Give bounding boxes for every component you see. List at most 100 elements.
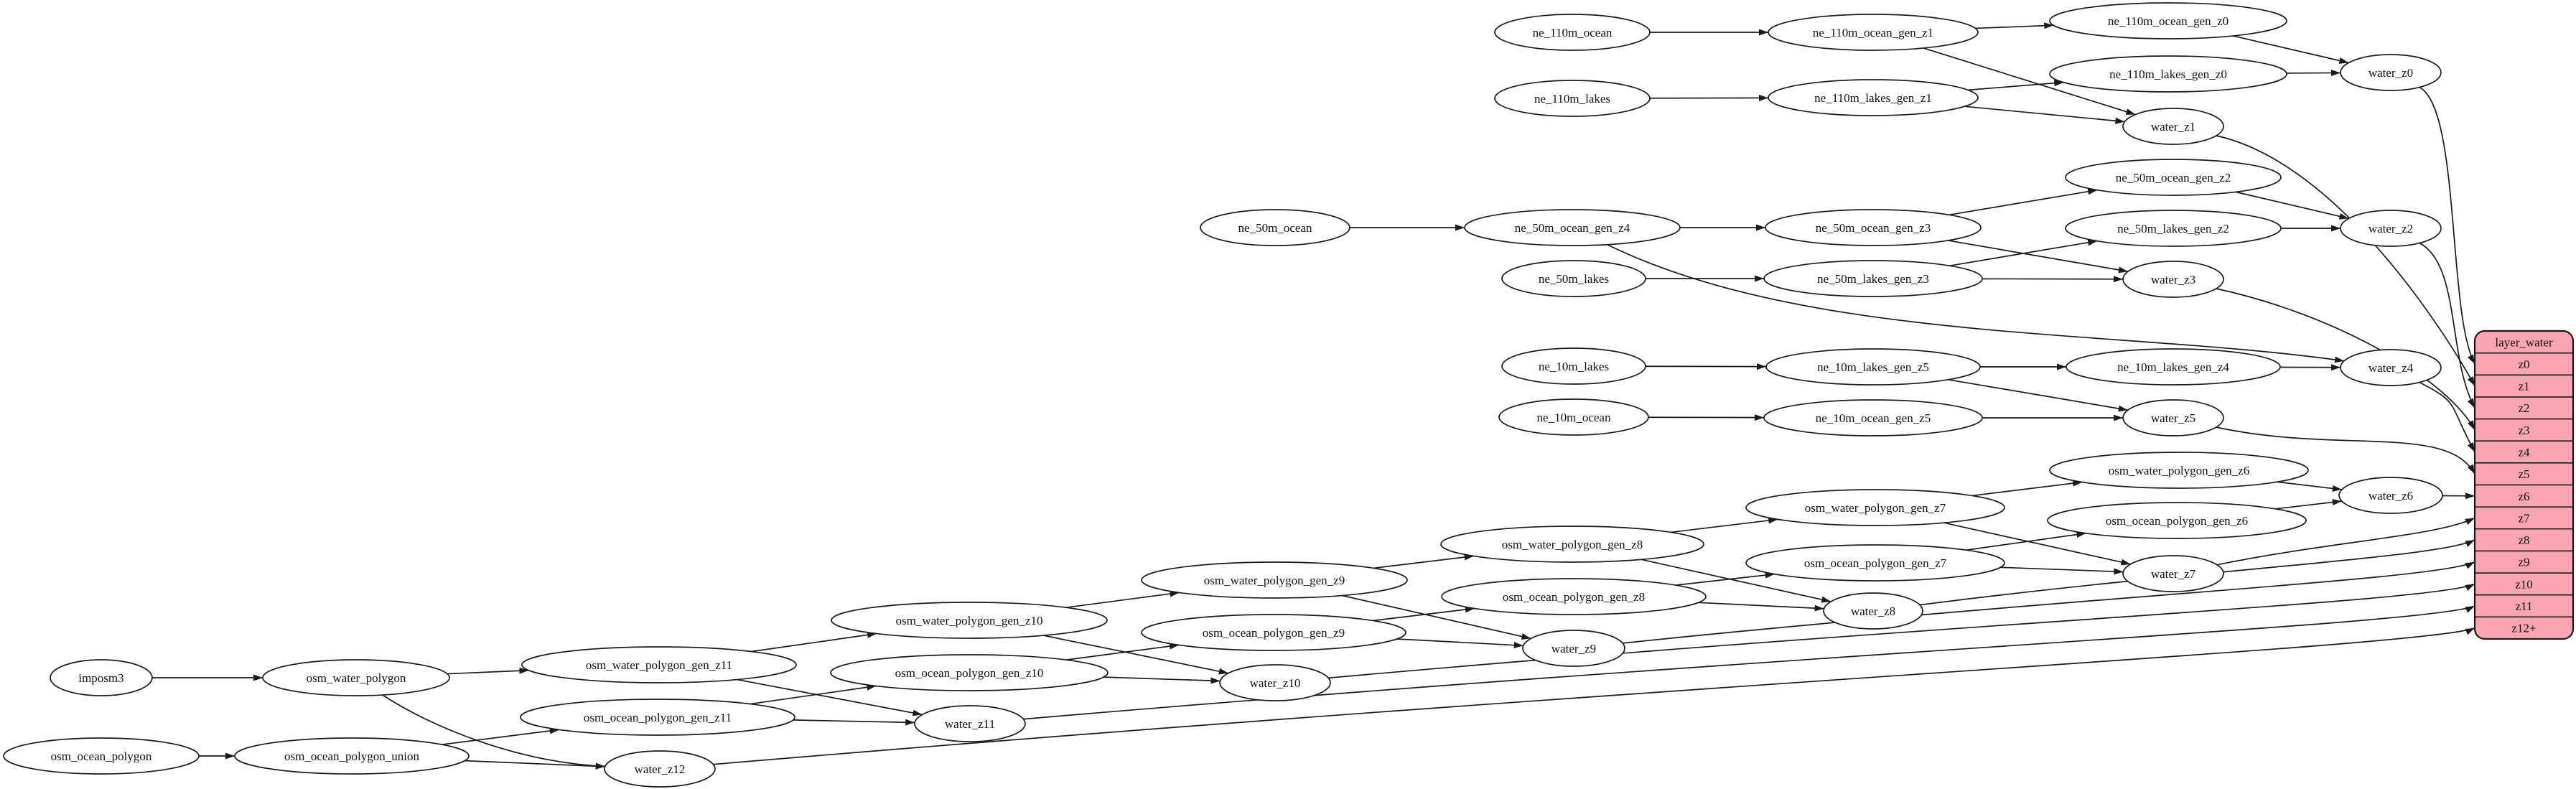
- edge-osm_ocean_polygon_gen_z9-to-water_z9: [1396, 638, 1523, 649]
- node-ellipse-osm_ocean_polygon_union: [234, 737, 470, 775]
- node-ellipse-water_z7: [2122, 555, 2224, 592]
- edge-ne_50m_ocean_gen_z3-to-water_z3: [1948, 240, 2129, 274]
- edge-osm_ocean_polygon_gen_z10-to-water_z10: [1103, 676, 1221, 684]
- edge-osm_water_polygon_gen_z6-to-water_z6: [2277, 481, 2342, 492]
- node-water_z1: water_z1: [2122, 108, 2224, 145]
- node-label-osm_ocean_polygon_union: osm_ocean_polygon_union: [284, 750, 419, 763]
- node-ellipse-ne_50m_lakes_gen_z2: [2065, 210, 2282, 247]
- table-row-label-z1: z1: [2518, 380, 2529, 393]
- node-label-ne_50m_lakes_gen_z2: ne_50m_lakes_gen_z2: [2117, 222, 2229, 235]
- node-ellipse-ne_50m_ocean_gen_z2: [2065, 159, 2282, 196]
- nodes-layer: imposm3 osm_water_polygon osm_ocean_polygo…: [3, 2, 2443, 788]
- edge-osm_water_polygon_gen_z8-to-water_z8: [1641, 559, 1831, 603]
- node-ellipse-water_z11: [914, 705, 1026, 742]
- node-osm_ocean_polygon: osm_ocean_polygon: [3, 737, 200, 775]
- node-label-osm_water_polygon_gen_z8: osm_water_polygon_gen_z8: [1502, 538, 1643, 551]
- node-ne_50m_ocean: ne_50m_ocean: [1200, 209, 1350, 246]
- edge-ne_110m_ocean_gen_z0-to-water_z0: [2232, 35, 2349, 64]
- table-row-label-z9: z9: [2518, 556, 2529, 569]
- node-ellipse-osm_water_polygon_gen_z11: [521, 646, 797, 683]
- edge-osm_ocean_polygon_gen_z8-to-water_z8: [1698, 602, 1824, 612]
- node-ne_50m_lakes: ne_50m_lakes: [1501, 260, 1646, 297]
- node-water_z3: water_z3: [2122, 261, 2224, 298]
- edge-ne_110m_lakes_gen_z1-to-water_z1: [1964, 106, 2125, 124]
- node-osm_water_polygon_gen_z7: osm_water_polygon_gen_z7: [1745, 489, 2005, 526]
- node-ne_10m_ocean: ne_10m_ocean: [1498, 398, 1649, 436]
- node-ne_50m_ocean_gen_z3: ne_50m_ocean_gen_z3: [1765, 209, 1982, 246]
- node-label-ne_50m_lakes_gen_z3: ne_50m_lakes_gen_z3: [1817, 272, 1929, 286]
- node-ellipse-water_z5: [2122, 399, 2224, 436]
- edges-layer: [152, 22, 2475, 770]
- edge-ne_110m_ocean_gen_z1-to-ne_110m_ocean_gen_z0: [1975, 22, 2054, 29]
- node-ellipse-ne_50m_ocean_gen_z3: [1765, 209, 1982, 246]
- node-label-osm_ocean_polygon_gen_z11: osm_ocean_polygon_gen_z11: [584, 711, 732, 724]
- table-row-label-z7: z7: [2518, 511, 2530, 525]
- node-osm_ocean_polygon_gen_z8: osm_ocean_polygon_gen_z8: [1441, 578, 1707, 615]
- edge-osm_ocean_polygon_gen_z9-to-osm_ocean_polygon_gen_z8: [1373, 606, 1475, 622]
- edge-osm_ocean_polygon_gen_z6-to-water_z6: [2275, 499, 2342, 510]
- node-ne_110m_ocean_gen_z1: ne_110m_ocean_gen_z1: [1768, 14, 1979, 51]
- node-ellipse-water_z9: [1522, 630, 1625, 667]
- node-label-osm_ocean_polygon_gen_z10: osm_ocean_polygon_gen_z10: [895, 666, 1044, 680]
- edge-ne_50m_lakes_gen_z3-to-ne_50m_lakes_gen_z2: [1949, 239, 2098, 267]
- edge-water_z11-to-layer_water-z11: [1023, 605, 2475, 720]
- edge-osm_ocean_polygon_union-to-water_z12: [465, 760, 605, 770]
- edge-osm_water_polygon_gen_z7-to-water_z7: [1943, 522, 2131, 566]
- node-ellipse-osm_water_polygon_gen_z6: [2049, 452, 2309, 489]
- node-osm_water_polygon_gen_z10: osm_water_polygon_gen_z10: [831, 602, 1108, 639]
- node-label-water_z7: water_z7: [2151, 567, 2196, 581]
- node-ellipse-water_z4: [2340, 349, 2442, 386]
- node-ellipse-osm_ocean_polygon_gen_z8: [1441, 578, 1707, 615]
- node-label-osm_water_polygon_gen_z10: osm_water_polygon_gen_z10: [896, 614, 1043, 627]
- edge-osm_ocean_polygon_gen_z7-to-osm_ocean_polygon_gen_z6: [1966, 531, 2086, 551]
- edge-osm_water_polygon_gen_z9-to-osm_water_polygon_gen_z8: [1373, 554, 1474, 569]
- node-label-water_z0: water_z0: [2369, 66, 2413, 80]
- node-ne_10m_ocean_gen_z5: ne_10m_ocean_gen_z5: [1763, 399, 1983, 436]
- edge-osm_water_polygon-to-water_z12: [382, 694, 605, 770]
- node-label-water_z3: water_z3: [2151, 273, 2195, 286]
- node-ellipse-osm_ocean_polygon_gen_z11: [520, 699, 795, 736]
- edge-ne_110m_lakes_gen_z1-to-ne_110m_lakes_gen_z0: [1968, 80, 2064, 91]
- node-ellipse-osm_ocean_polygon_gen_z7: [1745, 544, 2005, 582]
- node-imposm3: imposm3: [50, 659, 153, 696]
- node-label-water_z8: water_z8: [1851, 604, 1895, 618]
- node-label-water_z5: water_z5: [2151, 411, 2195, 425]
- node-ellipse-osm_water_polygon_gen_z7: [1745, 489, 2005, 526]
- node-ne_110m_ocean: ne_110m_ocean: [1494, 14, 1651, 51]
- edge-water_z12-to-layer_water-z12+: [713, 627, 2475, 765]
- layer-water-table: layer_waterz0z1z2z3z4z5z6z7z8z9z10z11z12…: [2473, 330, 2575, 640]
- node-label-water_z11: water_z11: [945, 717, 995, 731]
- node-label-water_z6: water_z6: [2369, 489, 2413, 503]
- edge-water_z4-to-layer_water-z4: [2419, 381, 2475, 452]
- edge-osm_water_polygon-to-osm_water_polygon_gen_z11: [447, 667, 529, 675]
- node-ellipse-osm_water_polygon_gen_z9: [1141, 561, 1408, 599]
- node-ellipse-ne_50m_ocean_gen_z4: [1464, 209, 1681, 246]
- node-label-ne_110m_lakes_gen_z1: ne_110m_lakes_gen_z1: [1814, 91, 1932, 105]
- node-label-osm_ocean_polygon: osm_ocean_polygon: [51, 750, 152, 763]
- edge-osm_ocean_polygon_union-to-osm_ocean_polygon_gen_z11: [442, 727, 559, 745]
- node-osm_ocean_polygon_gen_z9: osm_ocean_polygon_gen_z9: [1141, 614, 1406, 651]
- edge-osm_water_polygon_gen_z8-to-osm_water_polygon_gen_z7: [1670, 517, 1778, 533]
- node-label-ne_110m_lakes_gen_z0: ne_110m_lakes_gen_z0: [2109, 67, 2227, 81]
- node-label-osm_water_polygon: osm_water_polygon: [307, 671, 406, 685]
- node-ellipse-ne_50m_ocean: [1200, 209, 1350, 246]
- edge-ne_110m_ocean_gen_z1-to-water_z1: [1923, 47, 2136, 116]
- node-label-osm_ocean_polygon_gen_z9: osm_ocean_polygon_gen_z9: [1203, 626, 1345, 640]
- node-ellipse-osm_ocean_polygon: [3, 737, 200, 775]
- node-label-imposm3: imposm3: [78, 671, 123, 685]
- node-ne_110m_lakes_gen_z1: ne_110m_lakes_gen_z1: [1768, 79, 1979, 116]
- node-label-osm_ocean_polygon_gen_z7: osm_ocean_polygon_gen_z7: [1804, 556, 1947, 570]
- node-ellipse-ne_10m_ocean_gen_z5: [1763, 399, 1983, 436]
- node-ne_50m_lakes_gen_z2: ne_50m_lakes_gen_z2: [2065, 210, 2282, 247]
- node-label-ne_50m_ocean_gen_z2: ne_50m_ocean_gen_z2: [2116, 171, 2231, 185]
- node-ne_110m_lakes_gen_z0: ne_110m_lakes_gen_z0: [2049, 55, 2287, 93]
- node-ellipse-ne_110m_ocean_gen_z1: [1768, 14, 1979, 51]
- node-label-ne_10m_ocean: ne_10m_ocean: [1537, 411, 1611, 424]
- node-label-osm_water_polygon_gen_z9: osm_water_polygon_gen_z9: [1204, 574, 1345, 587]
- node-osm_water_polygon_gen_z11: osm_water_polygon_gen_z11: [521, 646, 797, 683]
- node-water_z2: water_z2: [2340, 210, 2442, 247]
- node-osm_ocean_polygon_gen_z7: osm_ocean_polygon_gen_z7: [1745, 544, 2005, 582]
- edge-osm_water_polygon_gen_z10-to-water_z10: [1043, 635, 1228, 675]
- table-row-label-z3: z3: [2518, 424, 2529, 437]
- node-water_z4: water_z4: [2340, 349, 2442, 386]
